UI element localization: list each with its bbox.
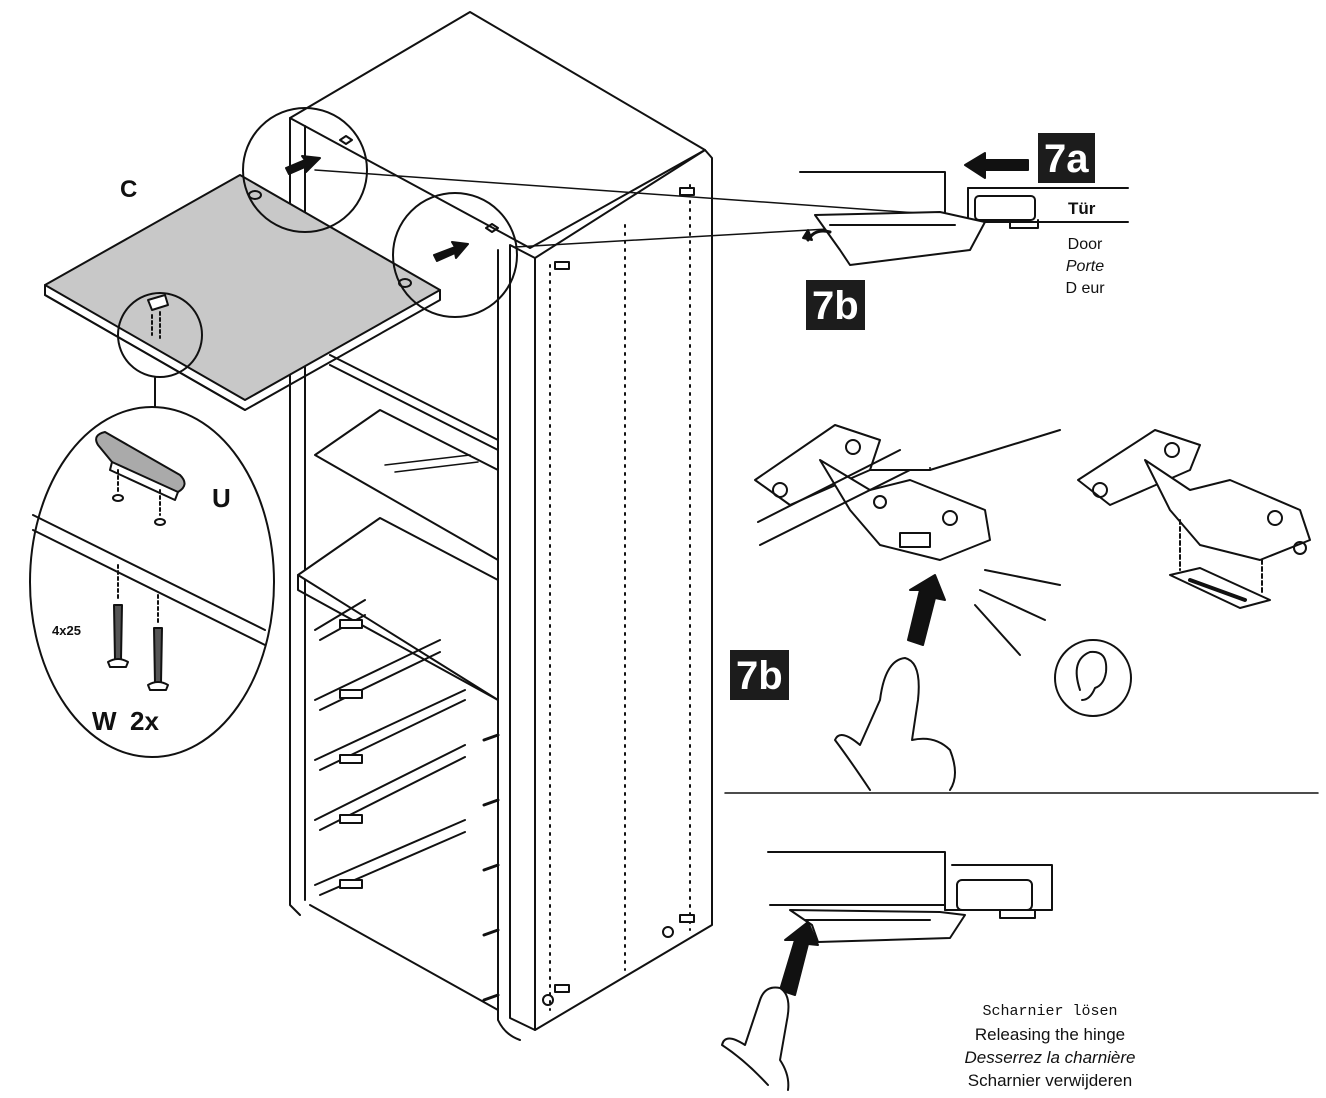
hinge-release-caption: Scharnier lösen Releasing the hinge Dess… xyxy=(900,1000,1200,1092)
screw-size-label: 4x25 xyxy=(52,623,81,638)
door-label-nl: D eur xyxy=(1065,280,1105,297)
zoom-detail-contents xyxy=(32,431,266,691)
part-label-c: C xyxy=(120,176,138,203)
step-badge-7a: 7a xyxy=(1038,133,1095,183)
cabinet-carcass xyxy=(289,11,713,1041)
caption-en: Releasing the hinge xyxy=(974,1025,1126,1044)
part-label-w: W xyxy=(92,706,117,736)
push-arrow-icon xyxy=(433,241,469,262)
push-arrow-icon xyxy=(964,152,1029,179)
hinge-release-detail xyxy=(721,851,1053,1091)
screw-quantity: 2x xyxy=(130,706,159,736)
caption-nl: Scharnier verwijderen xyxy=(967,1071,1133,1090)
hinge-illustration-right xyxy=(1077,429,1311,609)
zoom-circle-top-right xyxy=(392,192,518,318)
door-label-list: Door Porte D eur xyxy=(1040,234,1130,300)
zoom-circle-panel xyxy=(117,292,203,378)
door-label-en: Door xyxy=(1067,236,1103,253)
zoom-detail-ellipse xyxy=(29,406,275,758)
door-label-de: Tür xyxy=(1068,199,1096,218)
pointing-hand-icon xyxy=(721,986,790,1091)
step-badge-7b-top: 7b xyxy=(806,280,865,330)
push-arrow-icon xyxy=(285,155,321,175)
ear-icon xyxy=(1054,639,1132,717)
zoom-circle-top-left xyxy=(242,107,368,233)
door-label-fr: Porte xyxy=(1065,258,1105,275)
hinge-illustration-left xyxy=(754,424,1132,791)
caption-fr: Desserrez la charnière xyxy=(964,1048,1136,1067)
pointing-hand-icon xyxy=(834,657,956,791)
step-badge-7b-middle: 7b xyxy=(730,650,789,700)
panel-c-board xyxy=(44,174,441,411)
part-label-u: U xyxy=(212,483,231,513)
push-arrow-icon xyxy=(907,574,946,646)
hinge-detail-top xyxy=(799,152,1129,266)
push-arrow-icon xyxy=(779,921,819,996)
caption-de: Scharnier lösen xyxy=(982,1003,1118,1020)
